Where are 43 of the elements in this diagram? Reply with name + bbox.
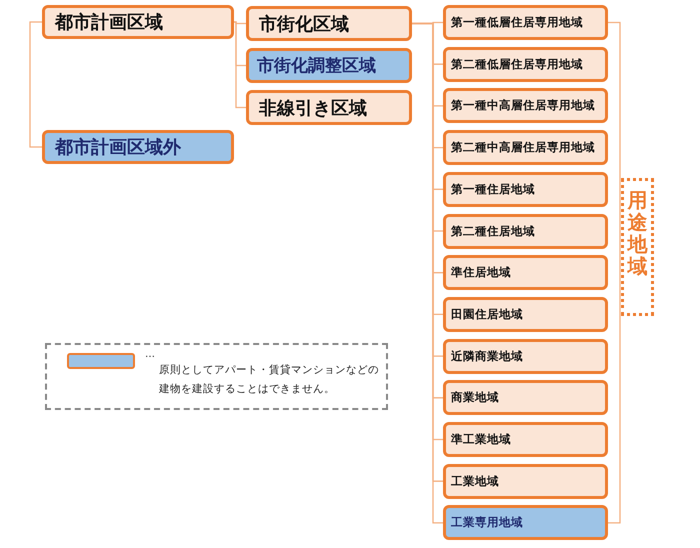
- category-label: 第二種中高層住居専用地域: [451, 140, 595, 156]
- category-box: [246, 48, 412, 83]
- category-box: [443, 464, 608, 499]
- connector-line: [234, 21, 246, 24]
- category-box: [443, 214, 608, 248]
- category-box: [443, 380, 608, 416]
- connector-line: [29, 21, 42, 148]
- category-label: 非線引き区域: [259, 96, 367, 120]
- category-label: 田園住居地域: [451, 306, 523, 322]
- category-label: 市街化調整区域: [257, 55, 376, 77]
- category-box: [443, 46, 608, 82]
- dotted-box: [621, 178, 654, 316]
- ellipsis-mark: …: [145, 349, 155, 360]
- category-box: [443, 130, 608, 166]
- category-label: 工業専用地域: [451, 515, 523, 530]
- category-label: 第一種中高層住居専用地域: [451, 98, 595, 114]
- category-box: [246, 90, 412, 125]
- category-label: 準工業地域: [451, 432, 511, 447]
- category-box: [443, 5, 608, 40]
- category-label: 市街化区域: [259, 12, 349, 36]
- category-label: 商業地域: [451, 390, 499, 406]
- category-box: [443, 172, 608, 207]
- category-label: 第一種住居地域: [451, 182, 535, 197]
- group-label: 用途地域: [628, 189, 648, 280]
- category-box: [443, 296, 608, 332]
- category-box: [443, 88, 608, 124]
- category-label: 近隣商業地域: [451, 348, 523, 364]
- category-label: 都市計画区域: [55, 11, 163, 34]
- category-box: [42, 5, 234, 39]
- category-label: 工業地域: [451, 474, 499, 489]
- category-box: [42, 130, 234, 164]
- category-box: [443, 422, 608, 457]
- category-label: 第一種低層住居専用地域: [451, 15, 583, 30]
- category-label: 準住居地域: [451, 265, 511, 280]
- category-label: 第二種低層住居専用地域: [451, 56, 583, 72]
- category-label: 第二種住居地域: [451, 224, 535, 238]
- category-box: [246, 6, 412, 41]
- category-label: 都市計画区域外: [55, 136, 181, 159]
- category-box: [443, 505, 608, 540]
- connector-line: [234, 21, 246, 108]
- category-box: [443, 338, 608, 374]
- category-box: [443, 255, 608, 290]
- legend-text: 原則としてアパート・賃貸マンションなどの建物を建設することはできません。: [159, 363, 380, 397]
